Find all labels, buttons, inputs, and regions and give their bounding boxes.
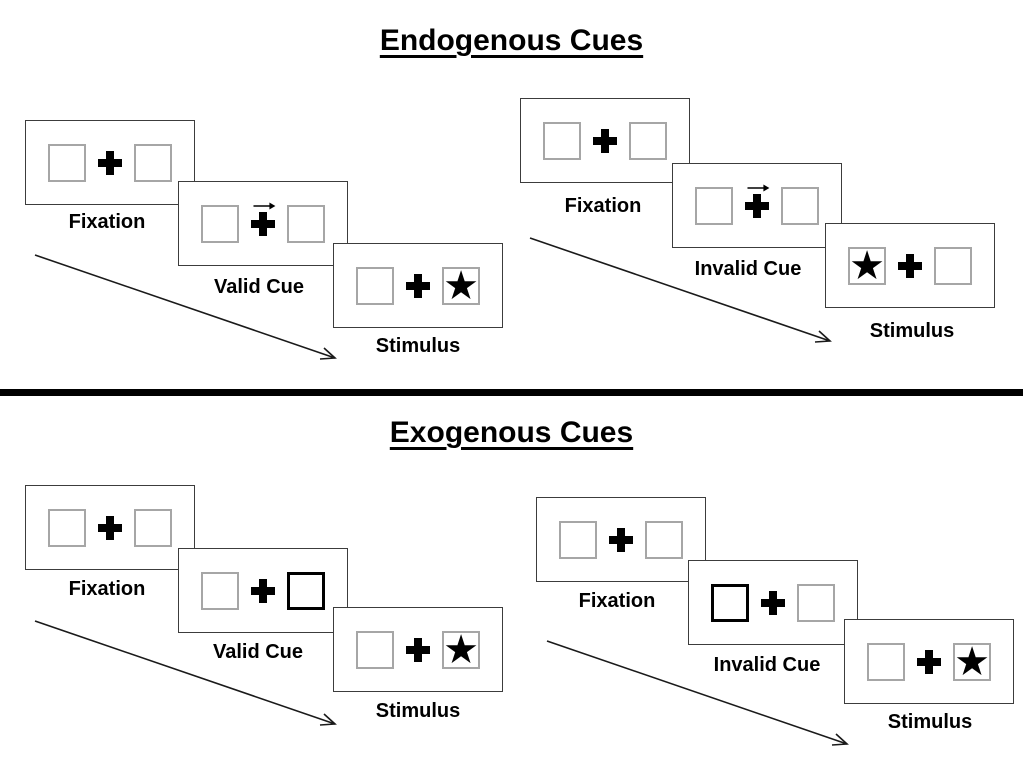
fixation-cross-icon xyxy=(898,253,922,278)
left-placeholder-box xyxy=(48,508,86,547)
right-placeholder-box xyxy=(797,583,835,622)
left-placeholder-box xyxy=(867,642,905,681)
fixation-panel xyxy=(25,120,195,205)
fixation-cross-icon xyxy=(98,515,122,540)
section-title-endogenous: Endogenous Cues xyxy=(379,24,644,57)
cue-panel xyxy=(688,560,858,645)
fixation-cross-icon xyxy=(609,527,633,552)
right-placeholder-box xyxy=(287,204,325,243)
panel-label: Valid Cue xyxy=(213,276,305,298)
cue-panel xyxy=(178,548,348,633)
panel-label: Fixation xyxy=(564,195,642,217)
fixation-cross-icon xyxy=(98,150,122,175)
left-placeholder-box xyxy=(695,186,733,225)
star-box: ★ xyxy=(953,638,991,685)
panel-label: Invalid Cue xyxy=(713,654,821,676)
timeline-arrow xyxy=(34,620,337,726)
cue-panel xyxy=(178,181,348,266)
star-box: ★ xyxy=(442,262,480,309)
panel-label: Invalid Cue xyxy=(694,258,802,280)
fixation-panel xyxy=(536,497,706,582)
left-placeholder-box xyxy=(356,630,394,669)
right-placeholder-box xyxy=(781,186,819,225)
left-placeholder-box xyxy=(559,520,597,559)
star-icon: ★ xyxy=(443,262,479,309)
cue-arrow-icon xyxy=(253,202,276,209)
timeline-arrow xyxy=(546,640,849,746)
left-placeholder-box xyxy=(48,143,86,182)
left-placeholder-box xyxy=(201,571,239,610)
star-box: ★ xyxy=(848,242,886,289)
star-box: ★ xyxy=(442,626,480,673)
fixation-panel xyxy=(520,98,690,183)
panel-label: Stimulus xyxy=(375,700,461,722)
section-divider xyxy=(0,389,1023,396)
timeline-arrow xyxy=(34,254,337,360)
panel-label: Fixation xyxy=(68,211,146,233)
panel-label: Fixation xyxy=(578,590,656,612)
fixation-cross-icon xyxy=(593,128,617,153)
stimulus-panel: ★ xyxy=(844,619,1014,704)
cue-box xyxy=(711,583,749,622)
fixation-cross-icon xyxy=(761,590,785,615)
fixation-cross-icon xyxy=(251,578,275,603)
section-title-exogenous: Exogenous Cues xyxy=(389,416,634,449)
fixation-cross-icon xyxy=(406,273,430,298)
fixation-cross-icon xyxy=(406,637,430,662)
fixation-panel xyxy=(25,485,195,570)
panel-label: Stimulus xyxy=(375,335,461,357)
star-icon: ★ xyxy=(954,638,990,685)
stimulus-panel: ★ xyxy=(333,243,503,328)
cue-box xyxy=(287,571,325,610)
fixation-cross-icon xyxy=(917,649,941,674)
star-icon: ★ xyxy=(443,626,479,673)
right-placeholder-box xyxy=(134,508,172,547)
left-placeholder-box xyxy=(356,266,394,305)
stimulus-panel: ★ xyxy=(333,607,503,692)
cue-arrow-icon xyxy=(747,184,770,191)
fixation-cross-icon xyxy=(745,184,770,218)
left-placeholder-box xyxy=(201,204,239,243)
right-placeholder-box xyxy=(134,143,172,182)
right-placeholder-box xyxy=(645,520,683,559)
panel-label: Stimulus xyxy=(887,711,973,733)
star-icon: ★ xyxy=(849,242,885,289)
right-placeholder-box xyxy=(629,121,667,160)
panel-label: Valid Cue xyxy=(212,641,304,663)
panel-label: Fixation xyxy=(68,578,146,600)
panel-label: Stimulus xyxy=(869,320,955,342)
right-placeholder-box xyxy=(934,246,972,285)
cue-panel xyxy=(672,163,842,248)
fixation-cross-icon xyxy=(251,202,276,236)
left-placeholder-box xyxy=(543,121,581,160)
timeline-arrow xyxy=(529,237,832,343)
stimulus-panel: ★ xyxy=(825,223,995,308)
